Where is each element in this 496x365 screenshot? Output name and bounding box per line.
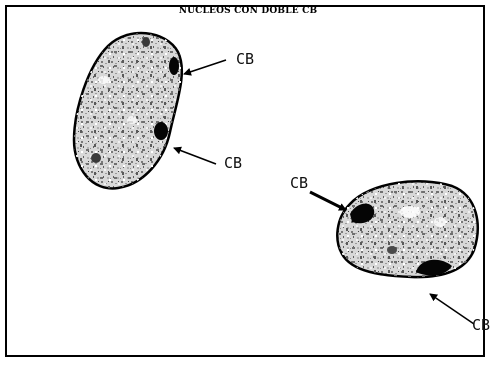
arrow-1 <box>184 60 226 74</box>
arrow-3 <box>310 192 346 210</box>
arrow-2 <box>174 148 216 164</box>
cb-label-4: CB <box>472 316 490 334</box>
cb-body-1 <box>169 57 179 75</box>
nucleus-1 <box>74 33 182 188</box>
cb-label-1: CB <box>236 50 254 68</box>
cb-body-2 <box>154 122 168 140</box>
cb-label-3: CB <box>290 174 308 192</box>
arrow-4 <box>430 294 474 324</box>
cb-label-2: CB <box>224 154 242 172</box>
nucleus-2 <box>337 181 477 277</box>
